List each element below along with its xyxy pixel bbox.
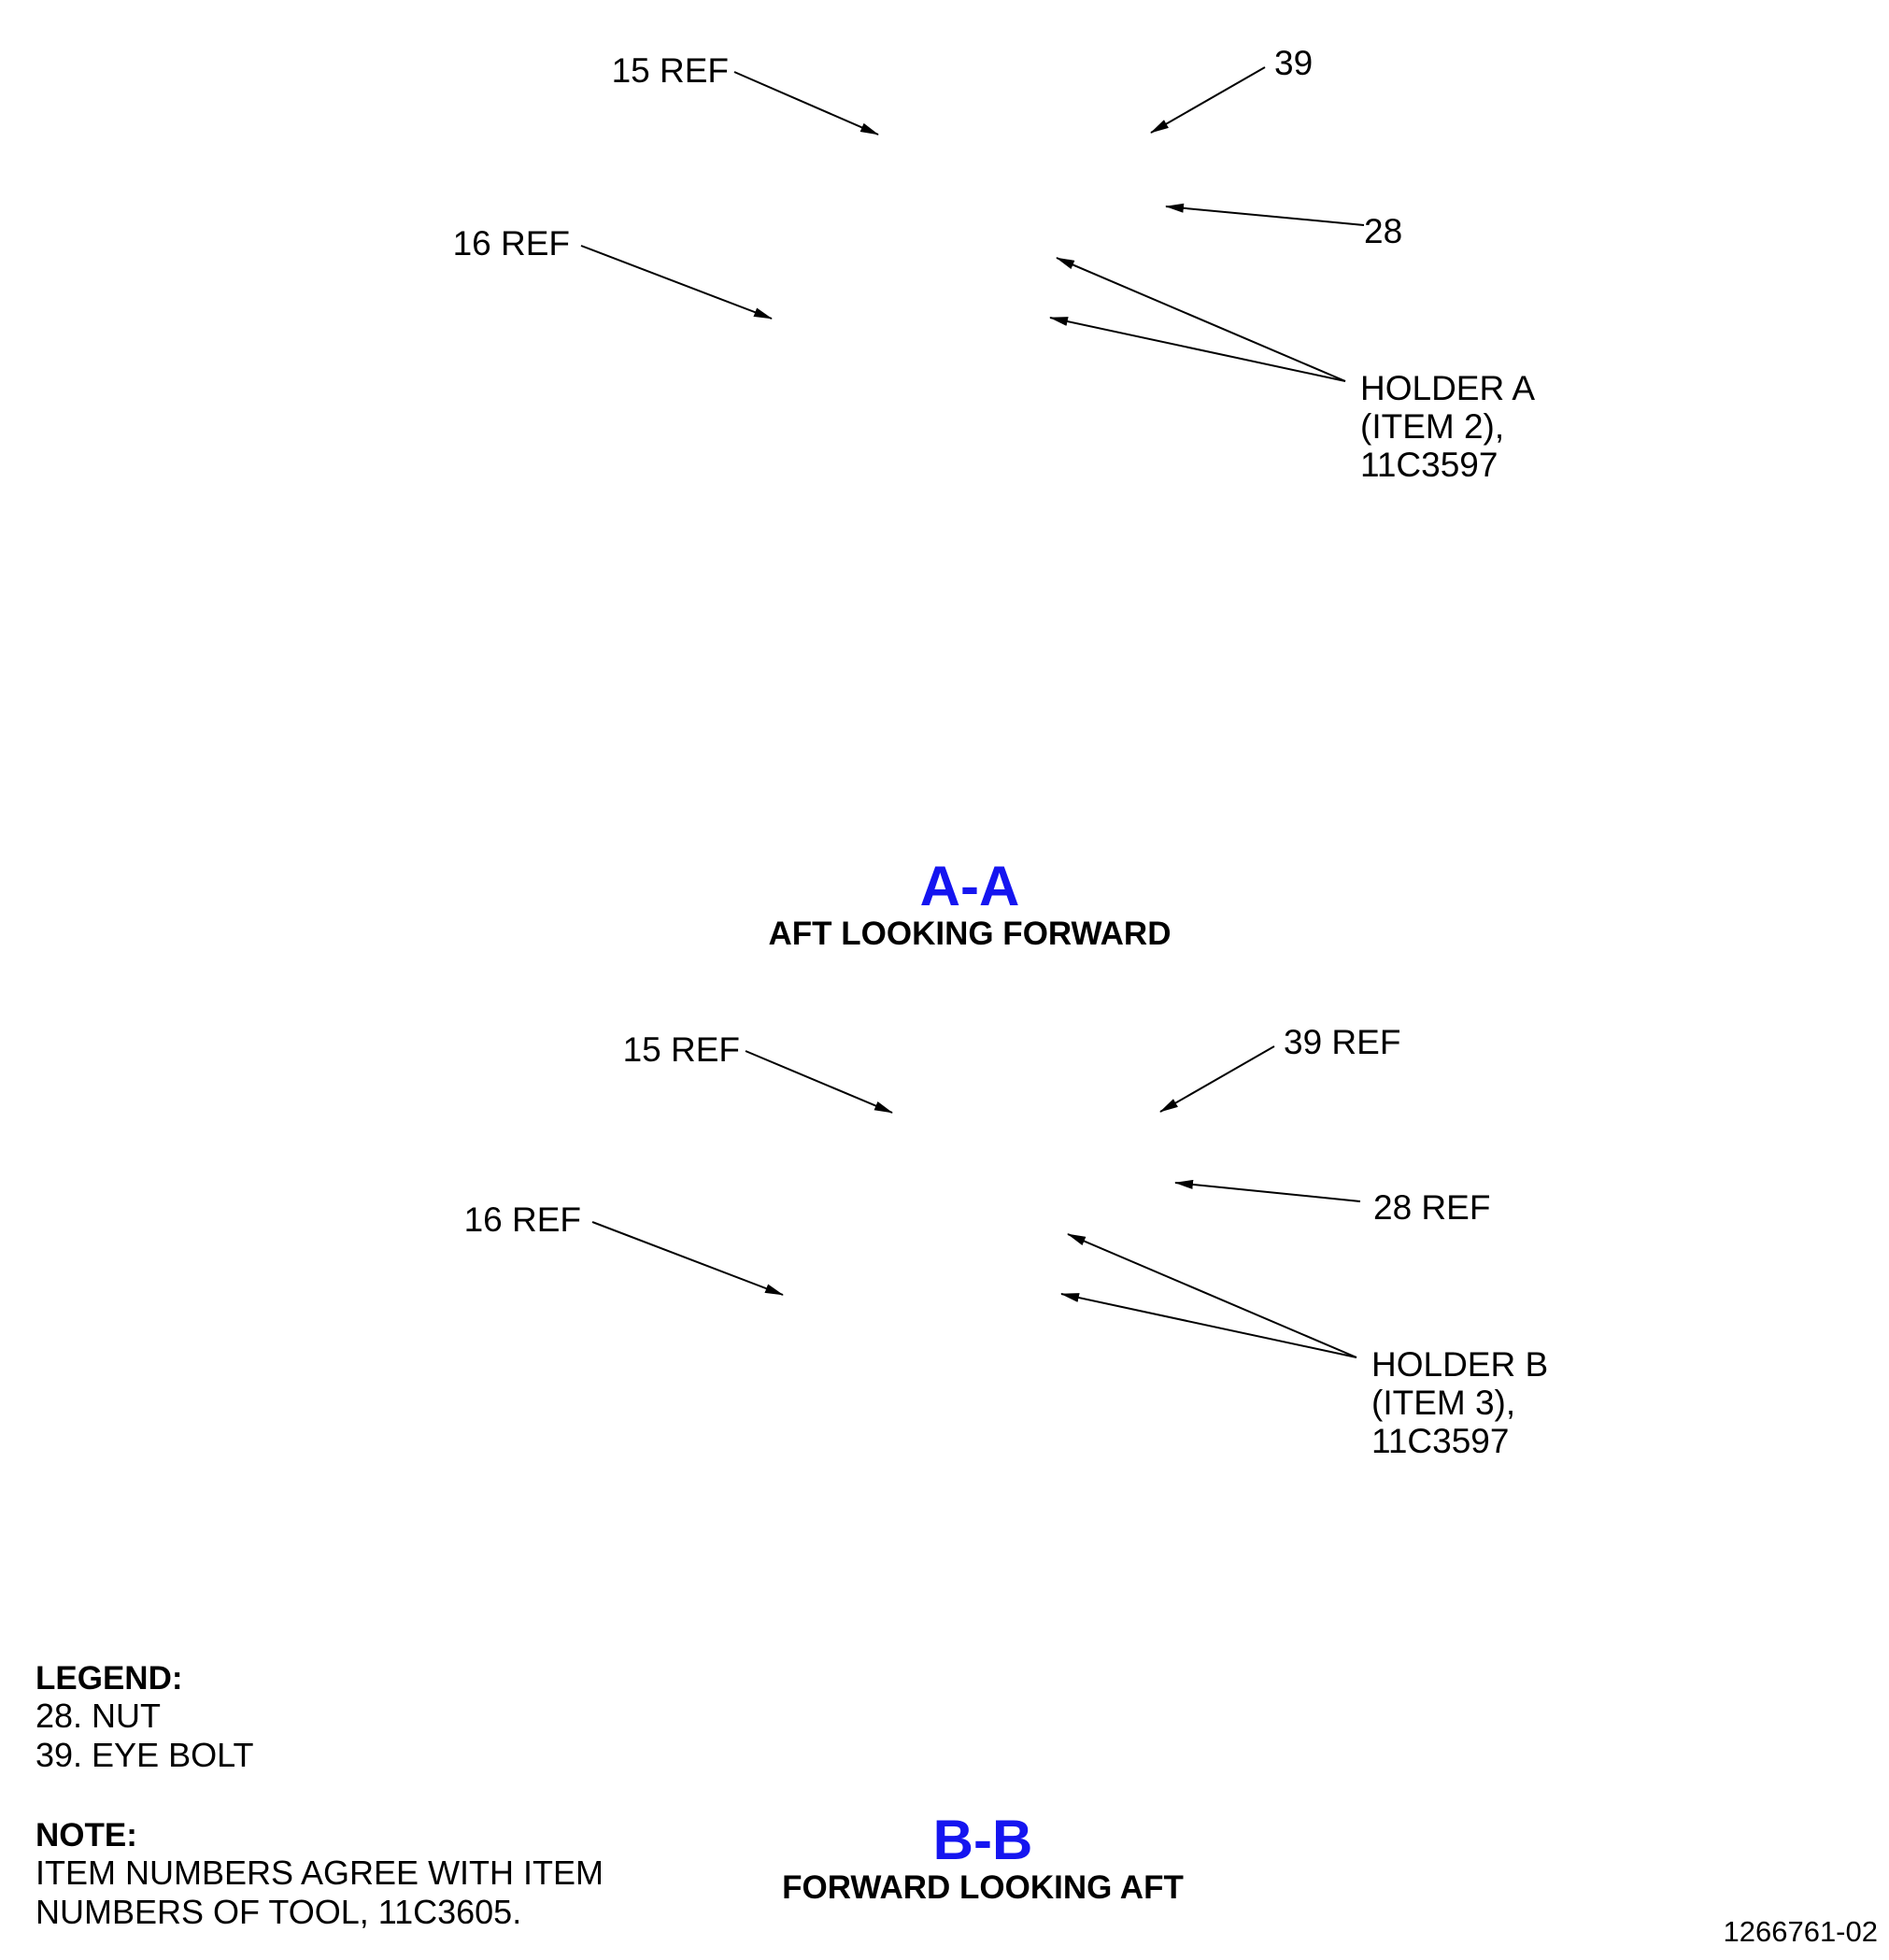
callout-16-ref-b: 16 REF (464, 1200, 581, 1239)
callout-16-ref-a: 16 REF (453, 224, 570, 263)
view-subtitle-b-b: FORWARD LOOKING AFT (782, 1869, 1184, 1906)
callout-28-ref-b: 28 REF (1373, 1188, 1490, 1227)
note: NOTE: ITEM NUMBERS AGREE WITH ITEM NUMBE… (36, 1817, 604, 1931)
view-subtitle-a-a: AFT LOOKING FORWARD (769, 916, 1172, 952)
callout-holder-b-line2: (ITEM 3), (1371, 1384, 1515, 1422)
callout-15-ref-a: 15 REF (612, 51, 729, 90)
note-heading: NOTE: (36, 1817, 137, 1853)
view-title-a-a: A-A (920, 855, 1020, 917)
callout-holder-b-line1: HOLDER B (1371, 1345, 1548, 1384)
figure-id: 1266761-02 (1724, 1915, 1879, 1948)
view-b-b: 15 REF 39 REF 28 REF 16 REF HOLDER B (IT… (9, 974, 1548, 1906)
callout-28-a: 28 (1364, 212, 1402, 250)
note-line: NUMBERS OF TOOL, 11C3605. (36, 1893, 521, 1931)
callout-holder-a-line1: HOLDER A (1360, 369, 1535, 407)
legend-heading: LEGEND: (36, 1660, 183, 1697)
view-title-b-b: B-B (933, 1809, 1033, 1871)
callout-15-ref-b: 15 REF (623, 1030, 740, 1069)
legend: LEGEND: 28. NUT 39. EYE BOLT (36, 1660, 253, 1774)
callout-holder-a-line3: 11C3597 (1360, 446, 1498, 484)
callout-holder-b-line3: 11C3597 (1371, 1422, 1509, 1460)
view-a-a: 15 REF 39 28 16 REF HOLDER A (ITEM 2), 1… (0, 0, 1535, 952)
legend-item: 39. EYE BOLT (36, 1736, 253, 1774)
legend-item: 28. NUT (36, 1697, 161, 1735)
callout-39-ref-b: 39 REF (1284, 1023, 1400, 1061)
callout-39-a: 39 (1274, 44, 1313, 82)
callout-holder-a-line2: (ITEM 2), (1360, 407, 1504, 446)
note-line: ITEM NUMBERS AGREE WITH ITEM (36, 1853, 604, 1892)
